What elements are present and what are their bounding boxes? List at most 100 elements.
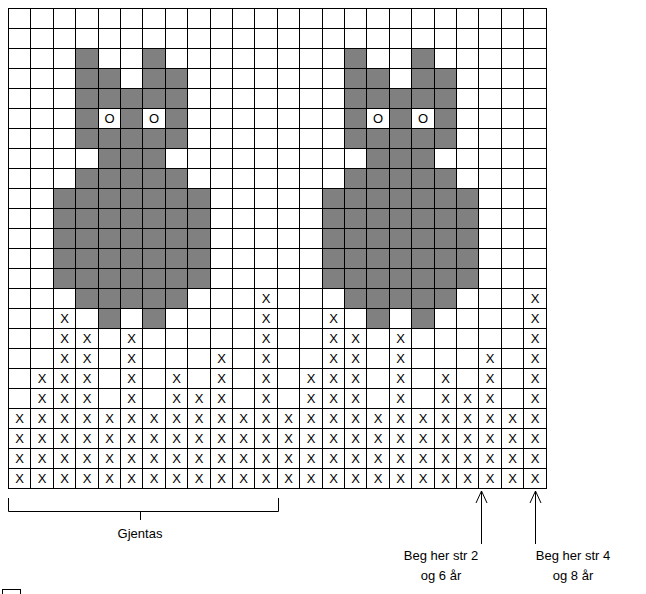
stitch-symbol: X xyxy=(166,389,187,408)
stitch-symbol: X xyxy=(121,389,142,408)
pattern-cell xyxy=(456,248,478,268)
stitch-symbol: X xyxy=(31,369,53,388)
pattern-cell xyxy=(366,208,389,228)
stitch-symbol: X xyxy=(524,309,546,328)
pattern-cell xyxy=(142,248,165,268)
pattern-cell xyxy=(75,228,98,248)
pattern-cell xyxy=(411,148,434,168)
stitch-symbol: X xyxy=(390,449,411,468)
pattern-cell xyxy=(120,248,142,268)
pattern-cell xyxy=(366,68,389,88)
start-arrow xyxy=(476,491,487,544)
pattern-cell xyxy=(187,208,210,228)
pattern-cell xyxy=(165,188,187,208)
pattern-cell xyxy=(53,268,75,288)
grid-line xyxy=(8,128,547,129)
start-arrow xyxy=(530,491,541,544)
stitch-symbol: X xyxy=(76,449,98,468)
stitch-symbol: X xyxy=(345,409,366,428)
stitch-symbol: X xyxy=(188,409,210,428)
stitch-symbol: X xyxy=(255,309,277,328)
pattern-cell xyxy=(120,128,142,148)
pattern-cell xyxy=(75,208,98,228)
stitch-symbol: X xyxy=(233,449,254,468)
pattern-cell xyxy=(53,228,75,248)
stitch-symbol: X xyxy=(390,409,411,428)
grid-line xyxy=(8,368,547,369)
pattern-cell xyxy=(98,148,120,168)
pattern-cell xyxy=(434,228,456,248)
stitch-symbol: X xyxy=(188,389,210,408)
stitch-symbol: X xyxy=(121,429,142,448)
stitch-symbol: X xyxy=(211,469,232,488)
stitch-symbol: X xyxy=(121,349,142,368)
pattern-cell xyxy=(98,188,120,208)
pattern-cell xyxy=(75,188,98,208)
stitch-symbol: X xyxy=(524,369,546,388)
pattern-cell xyxy=(344,288,366,308)
pattern-cell xyxy=(434,88,456,108)
stitch-symbol: X xyxy=(76,469,98,488)
pattern-cell xyxy=(366,128,389,148)
stitch-symbol: X xyxy=(300,369,322,388)
pattern-cell xyxy=(411,308,434,328)
grid-line xyxy=(8,408,547,409)
stitch-symbol: X xyxy=(323,469,344,488)
stitch-symbol: X xyxy=(9,469,30,488)
grid-line xyxy=(8,248,547,249)
pattern-cell xyxy=(411,188,434,208)
pattern-cell xyxy=(142,268,165,288)
stitch-symbol: X xyxy=(99,429,120,448)
pattern-cell xyxy=(120,208,142,228)
pattern-cell xyxy=(120,108,142,128)
pattern-cell xyxy=(366,248,389,268)
stitch-symbol: X xyxy=(390,349,411,368)
stitch-symbol: X xyxy=(54,449,75,468)
stitch-symbol: X xyxy=(166,449,187,468)
stitch-symbol: X xyxy=(99,469,120,488)
pattern-cell xyxy=(411,248,434,268)
stitch-symbol: X xyxy=(300,449,322,468)
pattern-cell xyxy=(75,168,98,188)
pattern-cell xyxy=(366,168,389,188)
pattern-cell xyxy=(75,268,98,288)
stitch-symbol: X xyxy=(524,409,546,428)
stitch-symbol: X xyxy=(9,409,30,428)
pattern-cell xyxy=(187,248,210,268)
pattern-cell xyxy=(411,128,434,148)
stitch-symbol: X xyxy=(278,429,299,448)
grid-line xyxy=(8,208,547,209)
pattern-cell xyxy=(165,168,187,188)
stitch-symbol: X xyxy=(76,409,98,428)
grid-line xyxy=(8,48,547,49)
grid-line xyxy=(8,468,547,469)
stitch-symbol: X xyxy=(323,429,344,448)
pattern-cell xyxy=(142,68,165,88)
pattern-cell xyxy=(120,268,142,288)
stitch-symbol: O xyxy=(143,109,165,128)
grid-line xyxy=(8,88,547,89)
pattern-cell xyxy=(187,188,210,208)
pattern-cell xyxy=(344,68,366,88)
stitch-symbol: X xyxy=(524,429,546,448)
pattern-cell xyxy=(434,108,456,128)
grid-line xyxy=(8,228,547,229)
stitch-symbol: X xyxy=(390,329,411,348)
stitch-symbol: X xyxy=(390,369,411,388)
pattern-cell xyxy=(165,68,187,88)
pattern-cell xyxy=(187,268,210,288)
stitch-symbol: X xyxy=(323,329,344,348)
pattern-cell xyxy=(322,208,344,228)
grid-line xyxy=(8,108,547,109)
chart-note: Beg her str 2 og 6 år xyxy=(396,546,486,586)
stitch-symbol: X xyxy=(121,409,142,428)
stitch-symbol: X xyxy=(435,369,456,388)
pattern-cell xyxy=(165,208,187,228)
stitch-symbol: X xyxy=(211,409,232,428)
pattern-cell xyxy=(366,308,389,328)
stitch-symbol: X xyxy=(323,369,344,388)
stitch-symbol: X xyxy=(479,389,501,408)
pattern-cell xyxy=(142,168,165,188)
pattern-cell xyxy=(344,268,366,288)
pattern-cell xyxy=(75,248,98,268)
